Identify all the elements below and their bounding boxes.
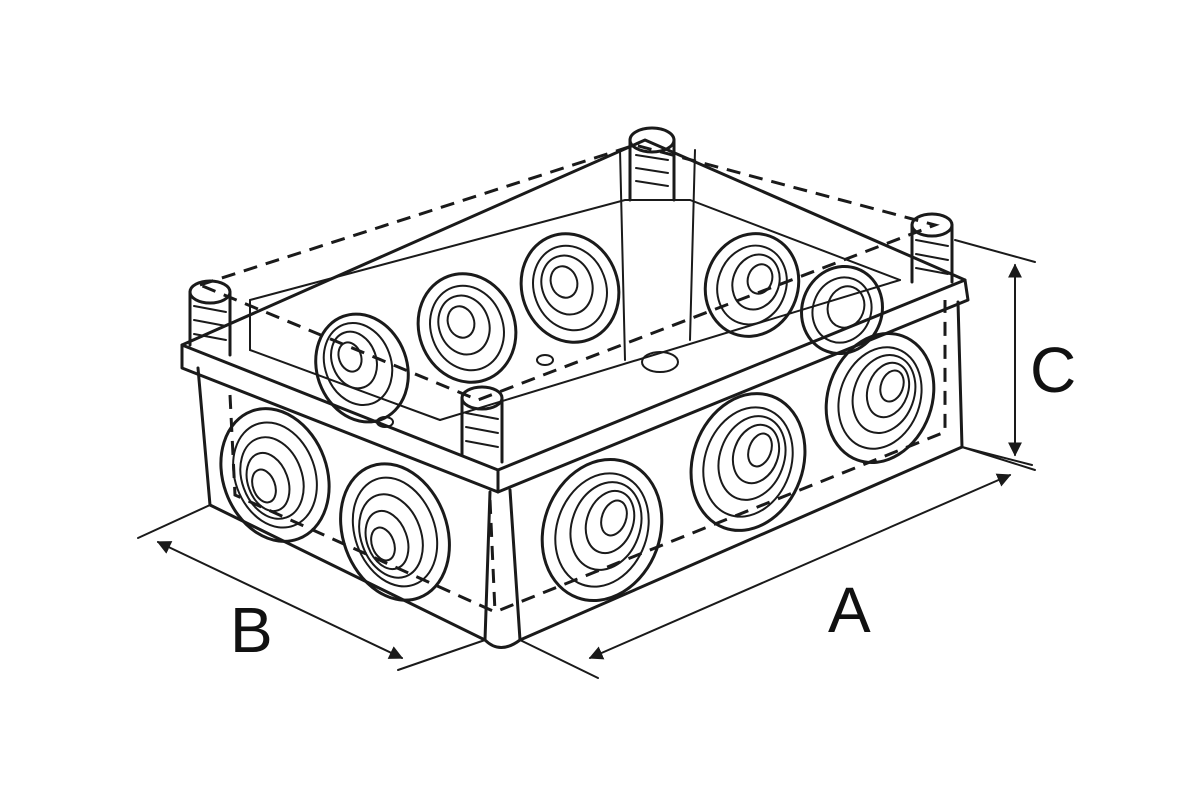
knockout — [519, 232, 621, 344]
dimension-label-a: A — [828, 574, 871, 646]
floor-boss — [536, 354, 554, 366]
knockout — [824, 331, 936, 465]
knockout — [703, 232, 801, 338]
dimension-a: A — [519, 446, 1036, 679]
knockout — [800, 264, 884, 356]
box-body — [180, 138, 970, 649]
dimension-c: C — [954, 239, 1076, 466]
screw-post-back — [628, 126, 676, 202]
knockout — [314, 312, 410, 424]
screw-post-right — [910, 212, 954, 284]
lid-dashed-outline — [195, 143, 940, 402]
screw-post-left — [188, 279, 232, 357]
knockout — [416, 272, 518, 384]
floor-boss — [641, 351, 679, 373]
screw-post-front — [460, 385, 504, 464]
dimension-label-c: C — [1030, 334, 1076, 406]
knockout — [219, 407, 331, 543]
knockout — [689, 392, 807, 532]
floor-boss — [376, 416, 394, 428]
screw-posts — [188, 126, 954, 464]
dimension-label-b: B — [230, 594, 273, 666]
dimension-b: B — [137, 504, 486, 671]
